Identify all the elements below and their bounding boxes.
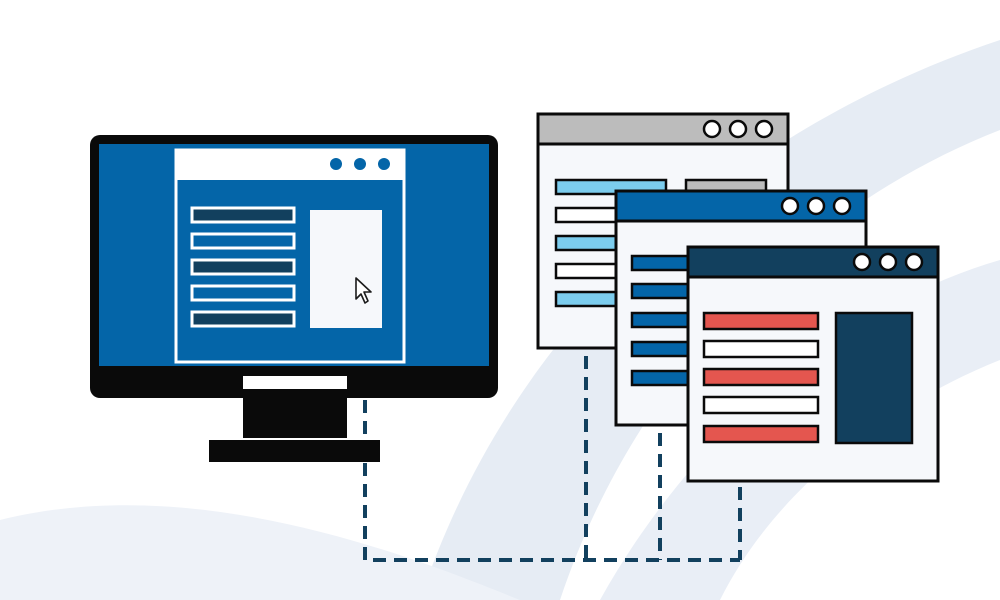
navy-row-3 [702,367,820,387]
mouse-pointer-icon [355,277,372,304]
navy-window-titlebar [686,245,940,279]
gray-dot-3 [754,119,774,139]
navy-row-2 [702,339,820,359]
monitor-row-3 [190,258,296,276]
navy-row-4 [702,395,820,415]
window-control-dots-icon [330,158,390,170]
window-control-dots-icon [780,196,852,216]
monitor-row-4 [190,284,296,302]
monitor-dot-2 [354,158,366,170]
window-control-dots-icon [852,252,924,272]
connector-lines [363,316,742,562]
monitor-side-panel [310,210,382,328]
gray-dot-1 [702,119,722,139]
monitor-row-1 [190,206,296,224]
navy-row-5 [702,424,820,444]
navy-row-1 [702,311,820,331]
blue-dot-1 [780,196,800,216]
monitor-dot-1 [330,158,342,170]
monitor-window-rows [190,206,296,328]
navy-side-panel [834,311,914,445]
desktop-monitor-icon [90,135,498,462]
monitor-app-window [174,148,406,364]
monitor-window-titlebar [176,150,404,180]
remote-window-navy [686,245,940,483]
connector-from-monitor [363,316,740,562]
navy-dot-2 [878,252,898,272]
swirl-band-3 [0,505,520,600]
blue-dot-2 [806,196,826,216]
monitor-neck [243,398,347,438]
monitor-row-2 [190,232,296,250]
window-control-dots-icon [702,119,774,139]
monitor-bottom-slot [243,376,347,389]
monitor-row-5 [190,310,296,328]
gray-window-titlebar [536,112,790,146]
monitor-stand-base [209,440,380,462]
gray-dot-2 [728,119,748,139]
blue-dot-3 [832,196,852,216]
navy-window-rows [702,311,820,444]
monitor-dot-3 [378,158,390,170]
blue-window-titlebar [614,189,868,223]
navy-dot-1 [852,252,872,272]
navy-dot-3 [904,252,924,272]
